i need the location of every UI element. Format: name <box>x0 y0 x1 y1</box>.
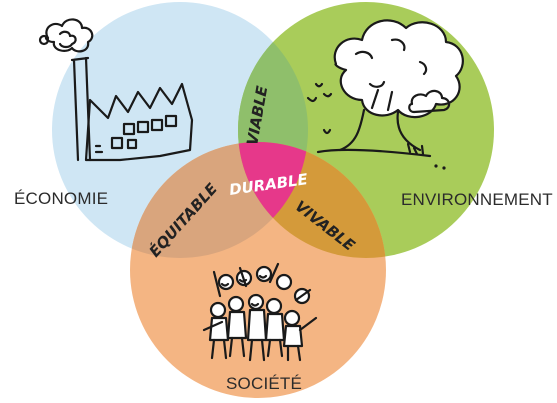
factory-icon <box>38 18 194 162</box>
label-economie: ÉCONOMIE <box>14 189 108 208</box>
label-environnement: ENVIRONNEMENT <box>401 190 553 209</box>
tree-icon <box>306 19 464 170</box>
overlap-equitable <box>130 142 308 258</box>
crowd-icon <box>202 262 318 362</box>
overlap-vivable <box>238 142 386 258</box>
label-societe: SOCIÉTÉ <box>226 374 302 393</box>
